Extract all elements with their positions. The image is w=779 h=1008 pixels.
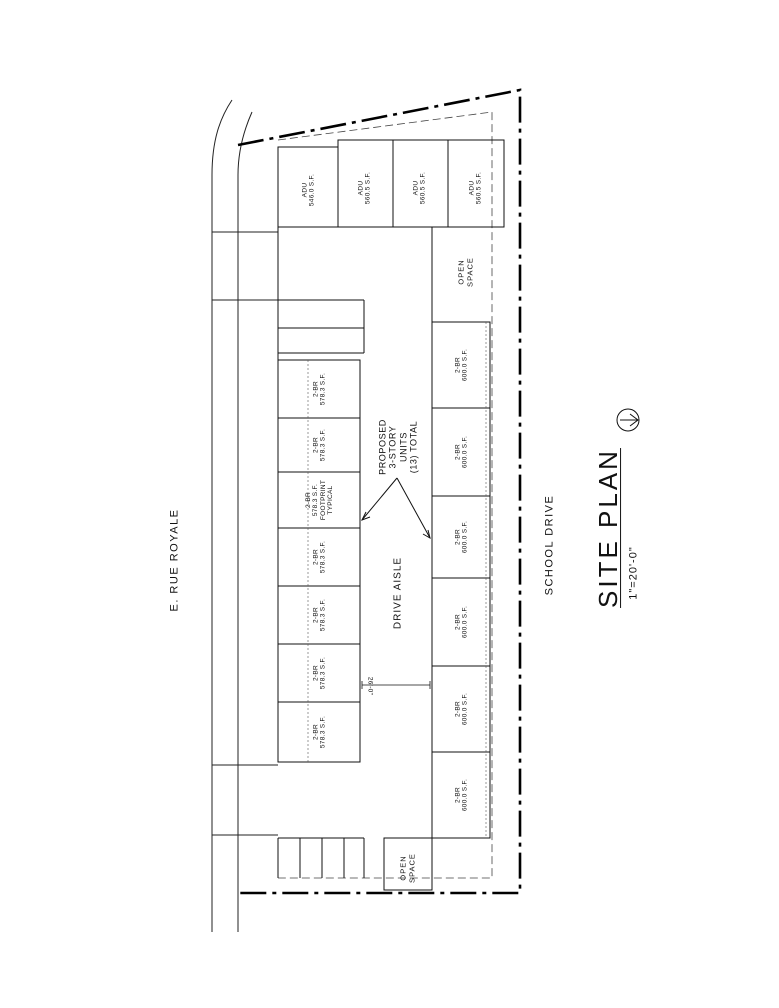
dimension-label: 26'-0" bbox=[366, 676, 374, 696]
open-space-south-box bbox=[383, 837, 433, 891]
site-plan-title: SITE PLAN bbox=[593, 448, 624, 608]
proposed-units-note: PROPOSED 3-STORY UNITS (13) TOTAL bbox=[377, 419, 419, 475]
street-label-south: SCHOOL DRIVE bbox=[543, 494, 556, 596]
dimension-line bbox=[361, 681, 431, 689]
north-arrow-icon bbox=[616, 408, 640, 432]
street-label-north: E. RUE ROYALE bbox=[168, 508, 181, 612]
scale-label: 1"=20'-0" bbox=[627, 546, 640, 600]
parking-north bbox=[277, 227, 365, 360]
drive-aisle-label: DRIVE AISLE bbox=[392, 556, 404, 630]
property-line bbox=[237, 88, 522, 895]
note-leaders bbox=[360, 477, 431, 540]
street-edges bbox=[211, 99, 278, 932]
adu-blocks bbox=[277, 139, 505, 228]
parking-south bbox=[277, 837, 365, 878]
north-row-blocks bbox=[277, 359, 361, 763]
south-row-blocks bbox=[431, 321, 491, 839]
